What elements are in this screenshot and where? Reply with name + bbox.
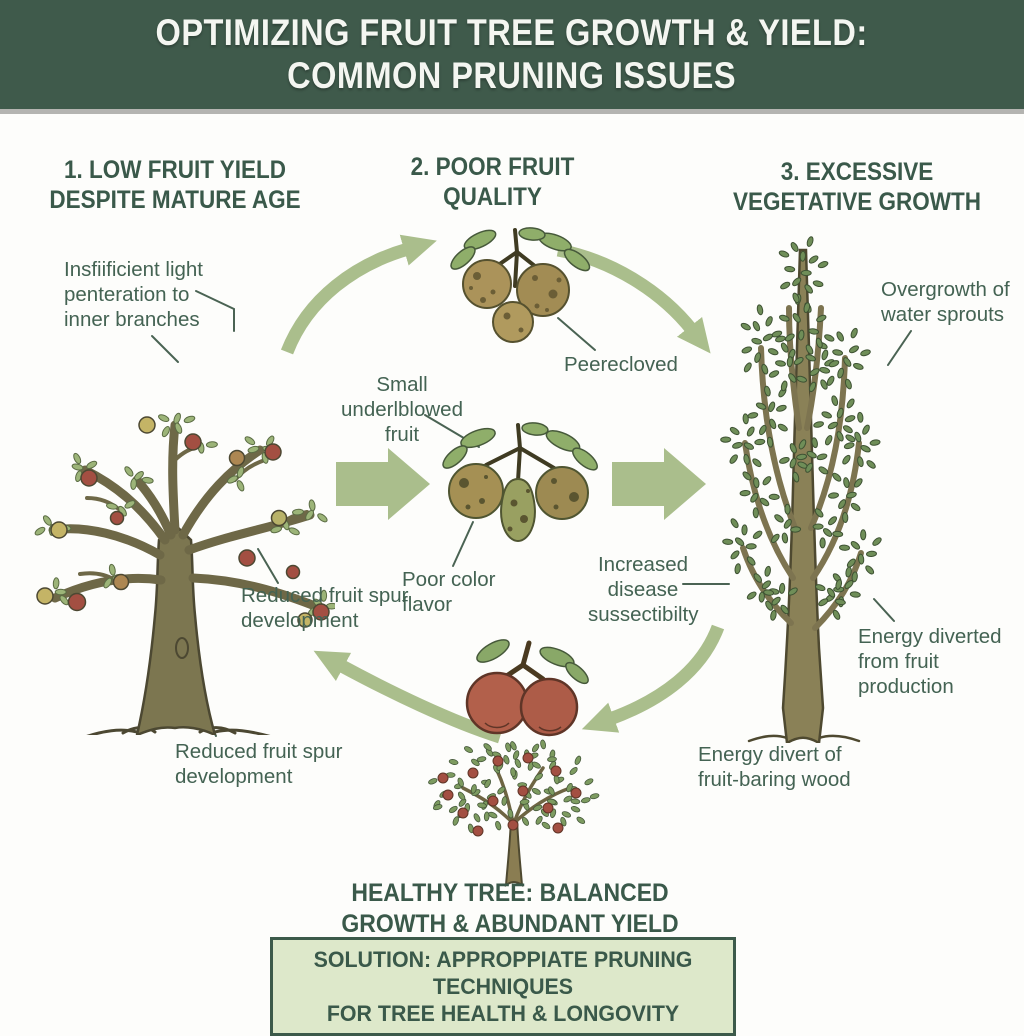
healthy-tree-illustration [428,739,600,887]
label-peeled: Peerecloved [564,353,678,376]
title-banner: OPTIMIZING FRUIT TREE GROWTH & YIELD: CO… [0,0,1024,114]
arrow-bottom-to-left-curved [313,650,502,744]
arrow-left-to-middle-block [336,448,430,520]
label-overgrowth-water-sprouts: Overgrowth of water sprouts [881,278,1010,326]
arrow-left-to-top-curved [280,234,437,355]
label-small-underdeveloped-fruit: Small underlblowed fruit [341,373,463,446]
tree-apples [36,416,330,628]
page-title: OPTIMIZING FRUIT TREE GROWTH & YIELD: CO… [155,11,869,96]
poor-fruit-cluster-top [450,227,591,343]
fruit-leaves [476,639,589,685]
tree-roots [747,734,861,743]
leader-overgrowth [887,330,912,366]
apple-detail-lines [484,722,562,732]
section-heading-low-yield: 1. LOW FRUIT YIELD DESPITE MATURE AGE [49,156,301,214]
tree-trunk [504,818,524,887]
trunk-knot [175,637,189,659]
leader-poor-color [452,521,474,567]
label-reduced-fruit-spur-1: Reduced fruit spur development [241,584,409,632]
label-energy-diverted: Energy diverted from fruit production [858,625,1002,698]
fruit-blemishes [459,475,579,532]
healthy-apples-pair [465,639,589,737]
tree-trunk [135,523,217,735]
healthy-tree-caption: HEALTHY TREE: BALANCED GROWTH & ABUNDANT… [341,879,679,938]
apples [465,671,579,737]
blemished-fruits [462,259,570,343]
label-energy-divert-wood: Energy divert of fruit-baring wood [698,743,851,791]
vegetative-growth-tree-illustration [720,236,882,743]
tree-apples [437,752,582,837]
leader-insufficient-light-2 [151,335,179,363]
arrow-right-to-bottom-curved [581,624,725,733]
label-insufficient-light: Insfiificient light penteration to inner… [64,258,204,331]
leader-reduced-spur-1 [257,548,279,584]
fruit-stems [502,640,546,682]
poor-fruit-cluster-middle [442,422,598,543]
section-heading-vegetative-growth: 3. EXCESSIVE VEGETATIVE GROWTH [733,158,981,216]
arrow-middle-to-right-block [612,448,706,520]
tree-foliage [720,236,882,621]
solution-box: SOLUTION: APPROPPIATE PRUNING TECHNIQUES… [270,937,736,1036]
label-poor-color-flavor: Poor color flavor [402,568,496,616]
label-increased-disease: Increased disease sussectibilty [588,553,699,626]
leader-peeled [557,317,596,351]
low-yield-tree-illustration [34,412,335,735]
fruit-blemishes [469,272,562,333]
section-heading-poor-quality: 2. POOR FRUIT QUALITY [410,153,575,211]
label-reduced-fruit-spur-2: Reduced fruit spur development [175,740,343,788]
solution-text: SOLUTION: APPROPPIATE PRUNING TECHNIQUES… [313,947,693,1026]
fruit-leaves [450,227,591,272]
leader-insufficient-light [195,290,235,332]
fruit-stems [484,423,556,483]
leader-energy-diverted [873,598,895,622]
blemished-fruits [448,463,589,543]
fruit-leaves [442,422,598,471]
